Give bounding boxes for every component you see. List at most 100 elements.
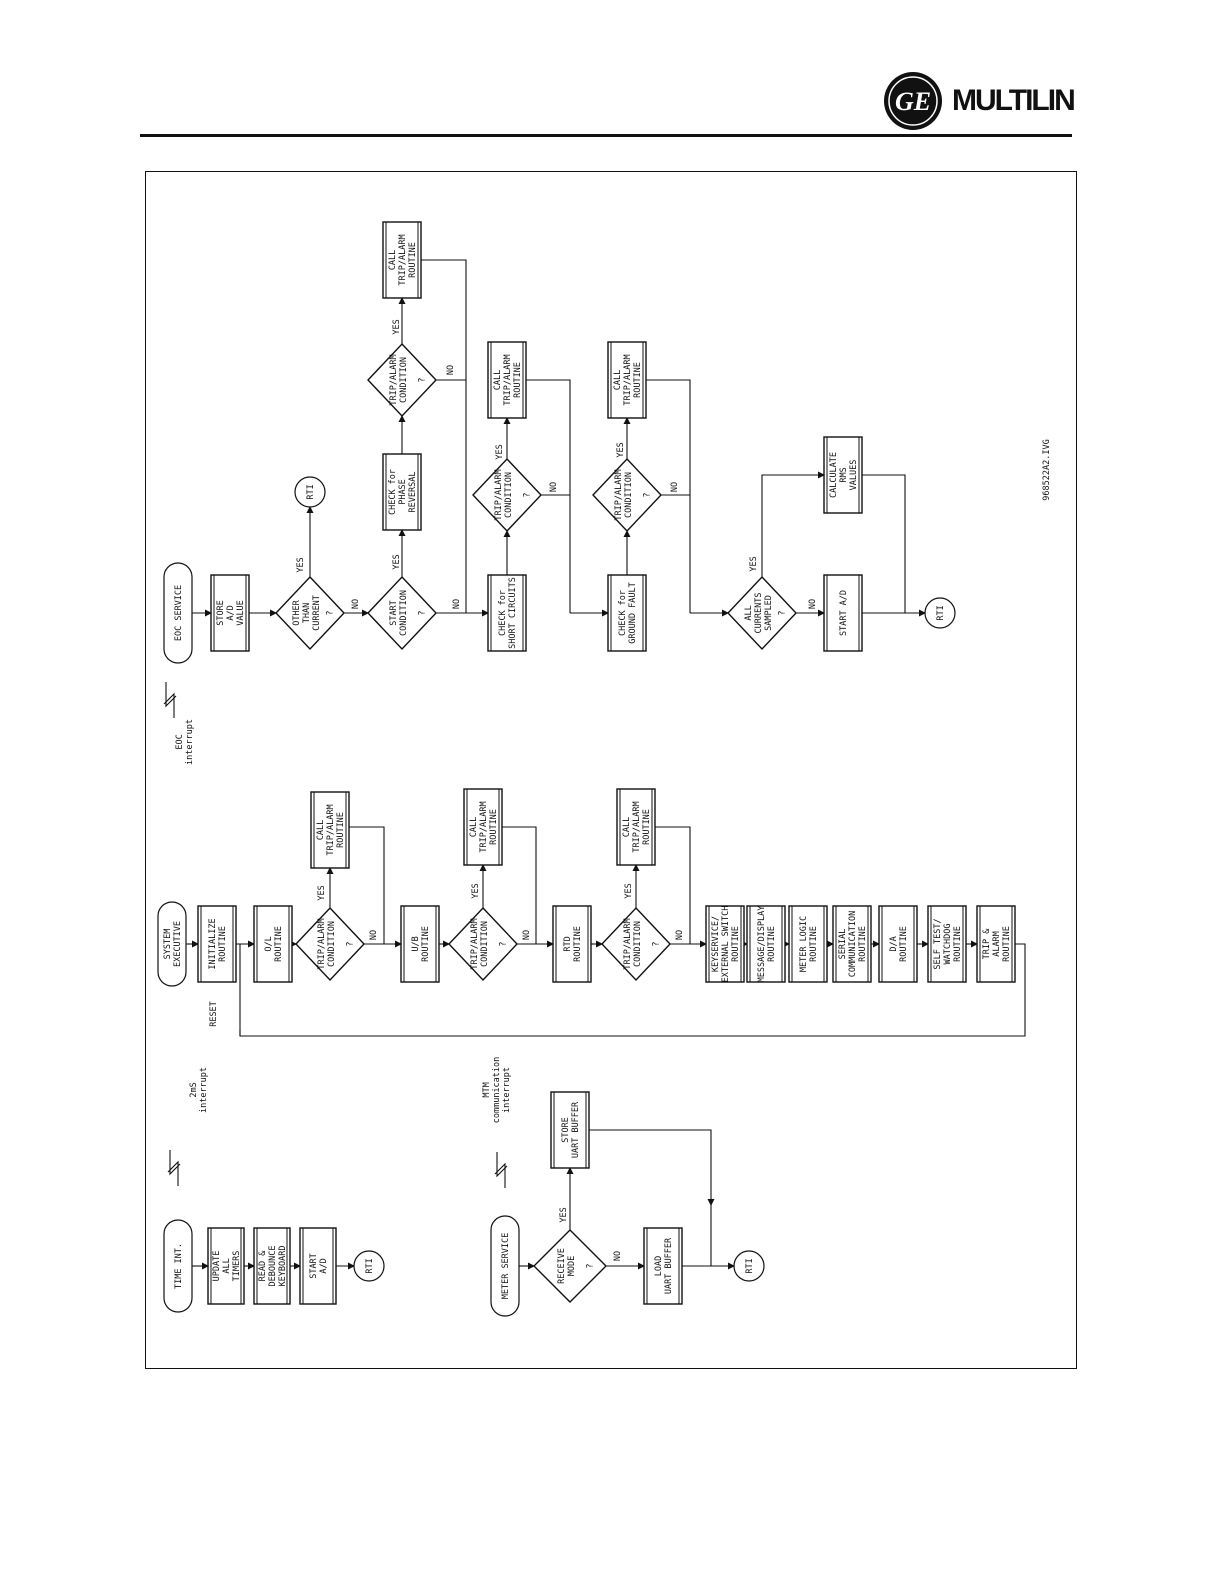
label-no: NO — [446, 365, 456, 375]
brand-name: MULTILIN — [952, 84, 1076, 117]
ground-fault-box: CHECK forGROUND FAULT — [607, 574, 647, 652]
sequence-routine-box-0-text: KEYSERVICE/EXTERNAL SWITCHROUTINE — [710, 906, 740, 983]
ground-fault-box-text: CHECK forGROUND FAULT — [617, 582, 637, 643]
meter-service-terminator-text: METER SERVICE — [501, 1233, 511, 1300]
label-yes: YES — [317, 885, 327, 900]
ub-routine-box: U/BROUTINE — [400, 905, 440, 983]
ol-routine-box: O/LROUTINE — [253, 905, 293, 983]
other-than-current-diamond-question: ? — [326, 610, 336, 615]
label-no: NO — [808, 599, 818, 609]
diagram-frame — [145, 171, 1077, 1369]
update-timers-box: UPDATEALLTIMERS — [207, 1227, 245, 1305]
sequence-routine-box-2-text: METER LOGICROUTINE — [798, 916, 818, 972]
sequence-routine-box-1: MESSAGE/DISPLAYROUTINE — [746, 905, 786, 983]
all-sampled-diamond-question: ? — [778, 610, 788, 615]
eoc-service-terminator: EOC SERVICE — [163, 562, 193, 664]
label-yes: YES — [559, 1207, 569, 1222]
receive-mode-diamond-question: ? — [586, 1263, 596, 1268]
initialize-box-text: INITIALIZEROUTINE — [207, 918, 227, 969]
connector — [655, 826, 691, 944]
connector — [502, 826, 537, 944]
mtm-interrupt-label: MTMcommunicationinterrupt — [481, 1057, 511, 1124]
eoc-interrupt-label: EOCinterrupt — [174, 719, 194, 765]
flow-labels: YES NO YES YES NO NO YES NO YES NO YES NO EOCinterru… — [174, 319, 1051, 1261]
all-sampled-diamond: ALLCURRENTSSAMPLED? — [727, 575, 797, 651]
connector — [589, 1129, 712, 1266]
eoc-interrupt-icon — [163, 682, 177, 718]
eoc-end-rti-circle: RTI — [924, 597, 956, 629]
label-yes: YES — [392, 319, 402, 334]
sequence-routine-box-6-text: TRIP &ALARMROUTINE — [981, 926, 1011, 962]
connector — [646, 379, 691, 613]
rtd-trip-alarm-diamond-text: TRIP/ALARMCONDITION — [622, 918, 642, 969]
phase-reversal-box: CHECK forPHASEREVERSAL — [382, 453, 422, 531]
phase-trip-alarm-diamond-text: TRIP/ALARMCONDITION — [388, 354, 408, 405]
mtm-interrupt-icon — [494, 1152, 508, 1188]
label-no: NO — [452, 599, 462, 609]
short-trip-alarm-diamond: TRIP/ALARMCONDITION? — [472, 457, 542, 533]
sequence-routine-box-2: METER LOGICROUTINE — [788, 905, 828, 983]
connector — [761, 471, 825, 577]
store-uart-box-text: STOREUART BUFFER — [560, 1101, 580, 1158]
rtd-call-trip-box-text: CALLTRIP/ALARMROUTINE — [621, 801, 651, 852]
connector — [862, 474, 906, 613]
receive-mode-diamond: RECEIVEMODE? — [533, 1229, 607, 1303]
short-call-trip-box-text: CALLTRIP/ALARMROUTINE — [492, 354, 522, 405]
ground-call-trip-box: CALLTRIP/ALARMROUTINE — [607, 341, 647, 419]
store-ad-box: STOREA/DVALUE — [210, 574, 250, 652]
reset-label: RESET — [209, 1001, 219, 1027]
system-executive-terminator: SYSTEMEXECUTIVE — [157, 901, 187, 987]
flow-nodes: EOC SERVICE STOREA/DVALUE OTHERTHANCURRENT… — [157, 221, 1016, 1317]
sequence-routine-box-5-text: SELF TEST/WATCHDOGROUTINE — [932, 918, 962, 969]
flow-connectors — [163, 259, 1026, 1270]
phase-reversal-box-text: CHECK forPHASEREVERSAL — [387, 469, 417, 515]
calculate-rms-box: CALCULATERMSVALUES — [823, 436, 863, 514]
label-no: NO — [549, 482, 559, 492]
label-yes: YES — [624, 883, 634, 898]
meter-rti-circle: RTI — [733, 1250, 765, 1282]
ub-trip-alarm-diamond-text: TRIP/ALARMCONDITION — [469, 918, 489, 969]
ground-trip-alarm-diamond-text: TRIP/ALARMCONDITION — [613, 469, 633, 520]
label-yes: YES — [471, 883, 481, 898]
short-trip-alarm-diamond-question: ? — [523, 492, 533, 497]
rtd-trip-alarm-diamond: TRIP/ALARMCONDITION? — [601, 906, 671, 982]
calculate-rms-box-text: CALCULATERMSVALUES — [828, 452, 858, 498]
receive-mode-diamond-text: RECEIVEMODE — [556, 1248, 576, 1284]
timer-start-ad-box: STARTA/D — [299, 1227, 337, 1305]
label-no: NO — [369, 930, 379, 940]
start-condition-diamond-question: ? — [418, 610, 428, 615]
ol-trip-alarm-diamond-text: TRIP/ALARMCONDITION — [316, 918, 336, 969]
label-yes: YES — [495, 444, 505, 459]
system-executive-terminator-text: SYSTEMEXECUTIVE — [162, 921, 182, 967]
ol-call-trip-box-text: CALLTRIP/ALARMROUTINE — [315, 804, 345, 855]
header-rule — [140, 134, 1072, 137]
load-uart-box-text: LOADUART BUFFER — [653, 1237, 673, 1294]
eoc-rti-circle: RTI — [294, 476, 326, 508]
ground-trip-alarm-diamond: TRIP/ALARMCONDITION? — [592, 457, 662, 533]
sequence-routine-box-1-text: MESSAGE/DISPLAYROUTINE — [756, 906, 776, 983]
label-yes: YES — [616, 442, 626, 457]
all-sampled-diamond-text: ALLCURRENTSSAMPLED — [743, 593, 773, 634]
label-yes: YES — [392, 554, 402, 569]
meter-service-terminator: METER SERVICE — [490, 1215, 520, 1317]
ub-trip-alarm-diamond: TRIP/ALARMCONDITION? — [448, 906, 518, 982]
ub-call-trip-box-text: CALLTRIP/ALARMROUTINE — [468, 801, 498, 852]
ge-logo-icon: GE — [884, 72, 942, 130]
timer-start-ad-box-text: STARTA/D — [308, 1253, 328, 1279]
twoms-interrupt-label: 2mSinterrupt — [188, 1067, 208, 1113]
load-uart-box: LOADUART BUFFER — [643, 1227, 683, 1305]
sequence-routine-box-3-text: SERIALCOMMUNICATIONROUTINE — [837, 911, 867, 978]
rtd-routine-box: RTDROUTINE — [552, 905, 592, 983]
ol-routine-box-text: O/LROUTINE — [263, 926, 283, 962]
label-no: NO — [675, 930, 685, 940]
twoms-interrupt-icon — [167, 1150, 181, 1186]
meter-rti-circle-text: RTI — [745, 1258, 755, 1273]
ol-call-trip-box: CALLTRIP/ALARMROUTINE — [310, 791, 350, 869]
label-no: NO — [613, 1251, 623, 1261]
phase-trip-alarm-diamond-question: ? — [418, 377, 428, 382]
initialize-box: INITIALIZEROUTINE — [197, 905, 237, 983]
other-than-current-diamond-text: OTHERTHANCURRENT — [291, 595, 321, 631]
rtd-trip-alarm-diamond-question: ? — [652, 941, 662, 946]
connector — [349, 826, 385, 944]
